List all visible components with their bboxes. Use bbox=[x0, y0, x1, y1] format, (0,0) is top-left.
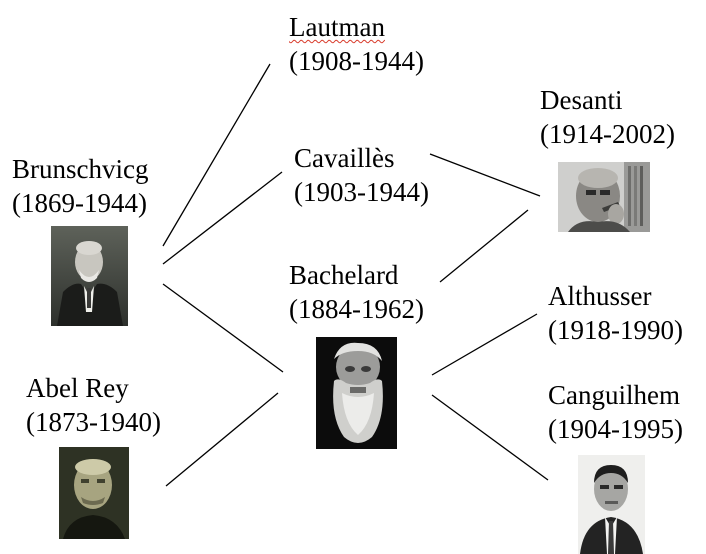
edge-brunschvicg-lautman bbox=[162, 63, 271, 247]
edge-bachelard-desanti bbox=[439, 209, 529, 283]
edge-brunschvicg-bachelard bbox=[162, 283, 284, 373]
desanti-years: (1914-2002) bbox=[540, 119, 675, 149]
node-abel-rey: Abel Rey (1873-1940) bbox=[26, 371, 161, 439]
node-cavailles: Cavaillès (1903-1944) bbox=[294, 141, 429, 209]
node-brunschvicg: Brunschvicg (1869-1944) bbox=[12, 152, 148, 220]
node-canguilhem: Canguilhem (1904-1995) bbox=[548, 378, 683, 446]
cavailles-name: Cavaillès bbox=[294, 143, 395, 173]
lautman-years: (1908-1944) bbox=[289, 46, 424, 76]
althusser-name: Althusser bbox=[548, 281, 652, 311]
brunschvicg-years: (1869-1944) bbox=[12, 188, 147, 218]
brunschvicg-portrait bbox=[51, 226, 128, 326]
lautman-name: Lautman bbox=[289, 12, 385, 42]
edge-bachelard-canguilhem bbox=[431, 394, 549, 481]
edge-cavailles-desanti bbox=[429, 153, 541, 197]
edge-brunschvicg-cavailles bbox=[162, 171, 283, 265]
althusser-years: (1918-1990) bbox=[548, 315, 683, 345]
canguilhem-name: Canguilhem bbox=[548, 380, 680, 410]
desanti-name: Desanti bbox=[540, 85, 623, 115]
canguilhem-years: (1904-1995) bbox=[548, 414, 683, 444]
edge-abelrey-bachelard bbox=[165, 392, 279, 487]
abel-rey-years: (1873-1940) bbox=[26, 407, 161, 437]
node-althusser: Althusser (1918-1990) bbox=[548, 279, 683, 347]
abel-rey-portrait bbox=[59, 447, 129, 539]
bachelard-name: Bachelard bbox=[289, 260, 399, 290]
bachelard-portrait bbox=[316, 337, 397, 449]
node-bachelard: Bachelard (1884-1962) bbox=[289, 258, 424, 326]
brunschvicg-name: Brunschvicg bbox=[12, 154, 149, 184]
abel-rey-name: Abel Rey bbox=[26, 373, 129, 403]
edge-bachelard-althusser bbox=[431, 313, 538, 376]
node-desanti: Desanti (1914-2002) bbox=[540, 83, 675, 151]
canguilhem-portrait bbox=[578, 455, 645, 554]
node-lautman: Lautman (1908-1944) bbox=[289, 10, 424, 78]
desanti-portrait bbox=[558, 162, 650, 232]
bachelard-years: (1884-1962) bbox=[289, 294, 424, 324]
cavailles-years: (1903-1944) bbox=[294, 177, 429, 207]
